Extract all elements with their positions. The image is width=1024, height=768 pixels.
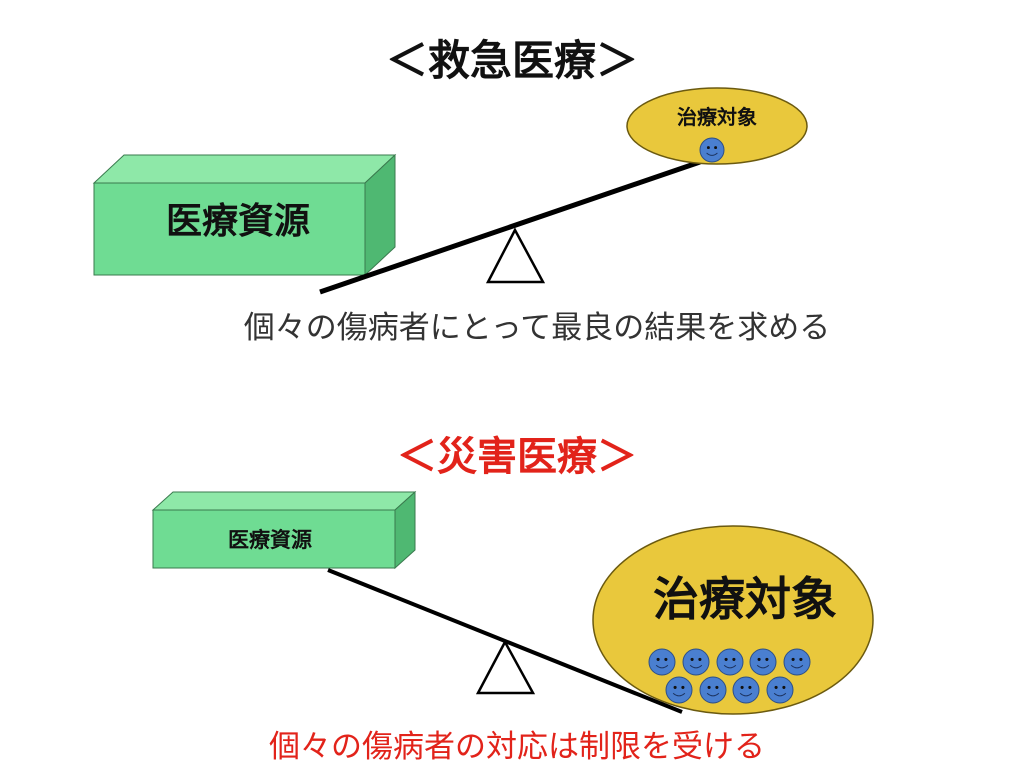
- emergency-fulcrum: [485, 227, 546, 284]
- patient-face-icon: [682, 648, 710, 676]
- patient-face-icon: [732, 676, 760, 704]
- patient-face-icon: [766, 676, 794, 704]
- emergency-resources-box: 医療資源: [92, 153, 397, 277]
- emergency-resources-label: 医療資源: [166, 201, 310, 242]
- emergency-caption: 個々の傷病者にとって最良の結果を求める: [244, 310, 831, 346]
- disaster-title: ＜災害医療＞: [397, 434, 637, 480]
- patient-face-icon: [699, 676, 727, 704]
- patient-face-icon: [648, 648, 676, 676]
- patient-face-icon: [783, 648, 811, 676]
- disaster-resources-box: 医療資源: [151, 490, 417, 570]
- emergency-patients-ellipse: 治療対象: [626, 87, 808, 165]
- disaster-caption: 個々の傷病者の対応は制限を受ける: [269, 729, 765, 765]
- patient-face-icon: [716, 648, 744, 676]
- emergency-patients-label: 治療対象: [677, 105, 757, 129]
- patient-face-icon: [749, 648, 777, 676]
- emergency-title: ＜救急医療＞: [386, 36, 638, 85]
- disaster-patients-ellipse: 治療対象: [592, 525, 874, 715]
- disaster-fulcrum: [475, 639, 536, 695]
- disaster-patients-label: 治療対象: [653, 572, 837, 626]
- patient-face-icon: [665, 676, 693, 704]
- patient-face-icon: [699, 137, 725, 163]
- emergency-lever: [319, 159, 701, 295]
- disaster-resources-label: 医療資源: [228, 528, 312, 552]
